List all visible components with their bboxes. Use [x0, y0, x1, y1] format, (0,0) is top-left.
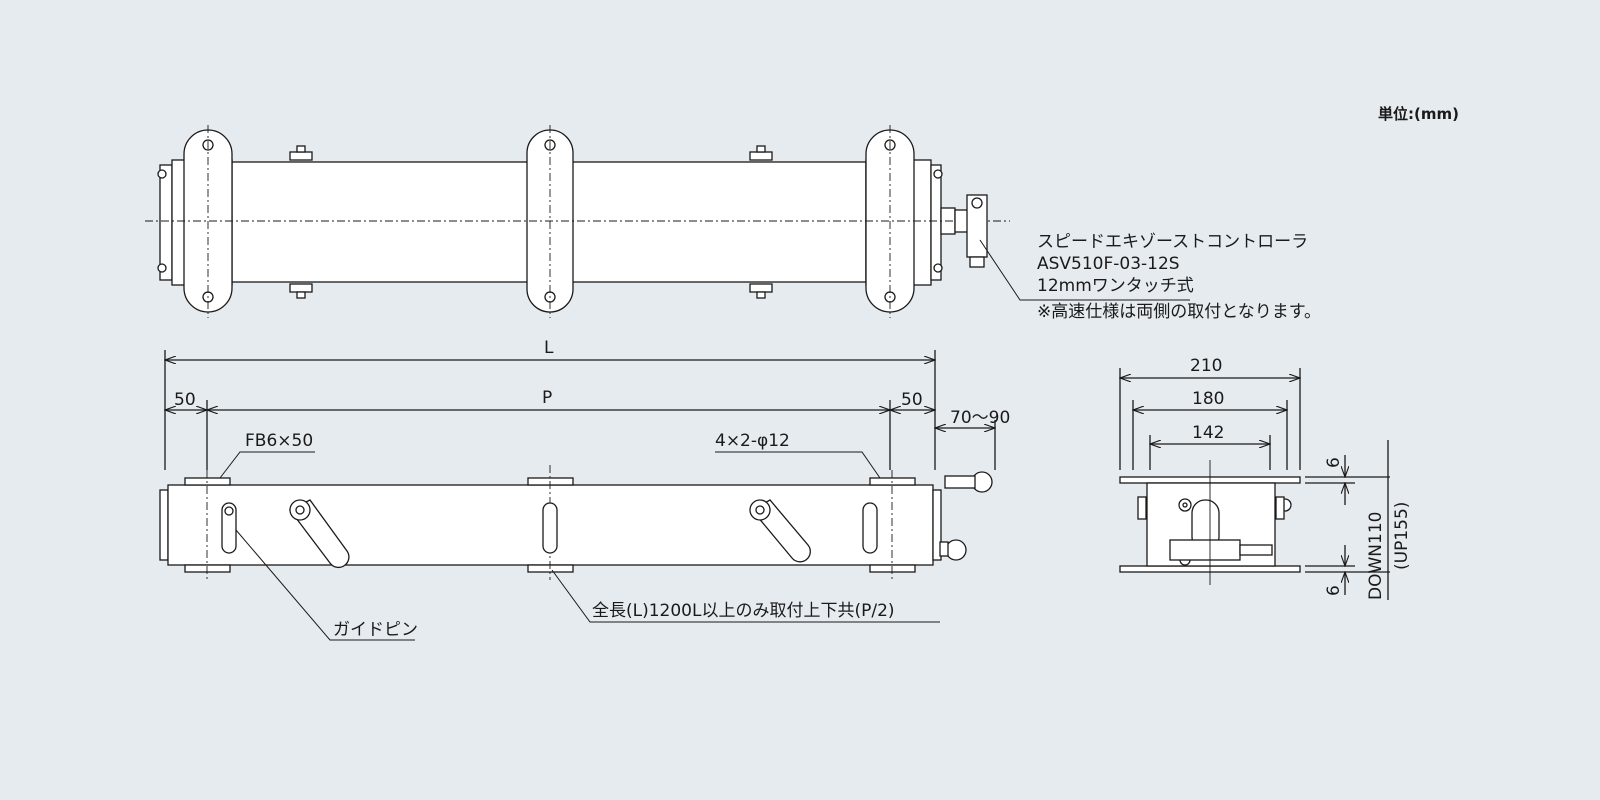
dim-P-label: P — [542, 388, 553, 408]
high-speed-note: ※高速仕様は両側の取付となります。 — [1037, 302, 1322, 322]
dim-6-top-label: 6 — [1324, 457, 1344, 468]
dim-6-bottom-label: 6 — [1324, 585, 1344, 596]
end-view — [1120, 368, 1390, 600]
dim-210-label: 210 — [1190, 356, 1223, 376]
controller-name: スピードエキゾーストコントローラ — [1037, 232, 1309, 252]
dim-50-left-label: 50 — [174, 390, 196, 410]
guide-pin-label: ガイドピン — [333, 620, 418, 640]
unit-label: 単位:(mm) — [1378, 105, 1459, 123]
side-view — [159, 350, 995, 641]
speed-exhaust-controller-icon — [954, 194, 988, 268]
dim-50-right-label: 50 — [901, 390, 923, 410]
mounting-note: 全長(L)1200L以上のみ取付上下共(P/2) — [592, 601, 895, 621]
dim-L-label: L — [544, 338, 554, 358]
dim-70-90-label: 70～90 — [950, 408, 1011, 428]
dim-down-label: DOWN110 — [1366, 511, 1386, 600]
fb-label: FB6×50 — [245, 431, 314, 451]
dim-142-label: 142 — [1192, 423, 1225, 443]
controller-fitting: 12mmワンタッチ式 — [1037, 276, 1194, 296]
top-view — [145, 125, 1190, 318]
guide-pin-slot — [221, 502, 237, 554]
dim-up-label: (UP155) — [1392, 501, 1412, 570]
dim-180-label: 180 — [1192, 389, 1225, 409]
holes-label: 4×2-φ12 — [715, 431, 790, 451]
controller-model: ASV510F-03-12S — [1037, 254, 1180, 274]
